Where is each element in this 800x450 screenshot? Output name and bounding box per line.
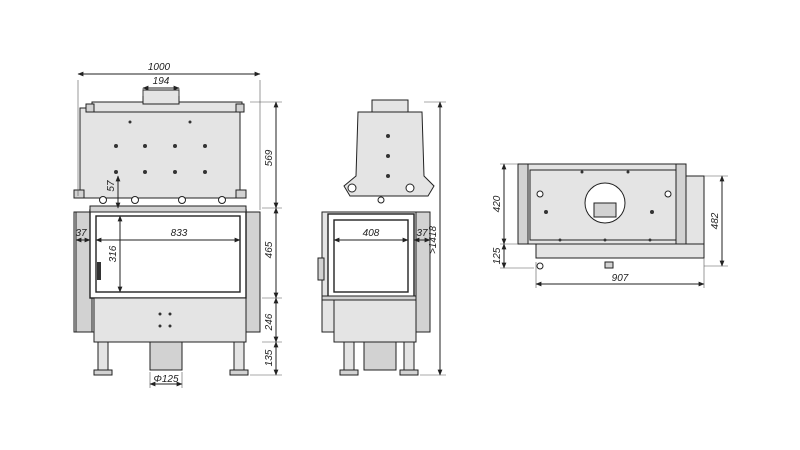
side-ash-lip bbox=[321, 295, 417, 301]
dim-base-height: 246 bbox=[264, 313, 275, 331]
dim-door-height: 465 bbox=[264, 241, 275, 258]
side-glass bbox=[333, 219, 409, 293]
flue-outlet-bottom bbox=[149, 341, 183, 371]
side-hood-holes bbox=[347, 134, 415, 204]
front-hood-holes bbox=[99, 120, 226, 204]
front-foot-left bbox=[93, 369, 113, 376]
top-frame-right bbox=[675, 163, 687, 245]
side-foot-right bbox=[399, 369, 419, 376]
dim-overall-width: 1000 bbox=[148, 62, 171, 73]
front-leg-left bbox=[97, 341, 109, 371]
front-hood-foot-right bbox=[235, 189, 247, 199]
front-base bbox=[93, 297, 247, 343]
front-door-top-bar bbox=[89, 205, 247, 213]
dim-flue-diameter: Φ125 bbox=[153, 374, 178, 385]
front-hood-tab-left bbox=[85, 103, 95, 113]
dim-depth-125: 125 bbox=[492, 247, 503, 264]
side-view: 408 37 >1418 bbox=[317, 99, 446, 376]
front-hood-foot-left bbox=[73, 189, 85, 199]
dim-side-37-side: 37 bbox=[416, 228, 428, 239]
top-front-tab bbox=[604, 261, 614, 269]
side-leg-right bbox=[403, 341, 415, 371]
dim-outlet-width: 194 bbox=[153, 76, 170, 87]
dim-total-height: >1418 bbox=[428, 226, 439, 255]
front-leg-right bbox=[233, 341, 245, 371]
dim-leg-height: 135 bbox=[264, 349, 275, 366]
front-view: 1000 194 569 57 37 833 316 465 246 135 Φ… bbox=[73, 62, 282, 388]
top-front-extension bbox=[535, 243, 705, 259]
front-foot-right bbox=[229, 369, 249, 376]
flue-collar-top bbox=[142, 89, 180, 105]
side-foot-left bbox=[339, 369, 359, 376]
dim-glass-width-side: 408 bbox=[363, 228, 380, 239]
top-view: 420 125 482 907 bbox=[492, 163, 728, 288]
side-hood bbox=[343, 111, 435, 197]
dim-offset-57: 57 bbox=[106, 180, 117, 192]
front-base-holes bbox=[158, 312, 172, 328]
door-handle-icon bbox=[97, 262, 101, 280]
top-plate-holes bbox=[536, 170, 672, 242]
side-handle-icon bbox=[317, 257, 325, 281]
side-flue-bottom bbox=[363, 341, 397, 371]
dim-glass-height: 316 bbox=[108, 245, 119, 262]
front-hood-tab-right bbox=[235, 103, 245, 113]
side-flue-collar bbox=[371, 99, 409, 113]
top-flue-damper bbox=[593, 202, 617, 218]
dim-depth-420: 420 bbox=[492, 195, 503, 212]
dim-width-907: 907 bbox=[612, 273, 629, 284]
side-leg-left bbox=[343, 341, 355, 371]
dim-side-37-front: 37 bbox=[75, 228, 87, 239]
front-hood bbox=[79, 107, 241, 199]
top-handle-knob-icon bbox=[536, 262, 544, 270]
dim-top-height: 569 bbox=[264, 149, 275, 166]
dim-glass-width-front: 833 bbox=[171, 228, 188, 239]
dim-depth-482: 482 bbox=[710, 212, 721, 229]
top-frame-left bbox=[517, 163, 529, 245]
side-base bbox=[333, 299, 417, 343]
